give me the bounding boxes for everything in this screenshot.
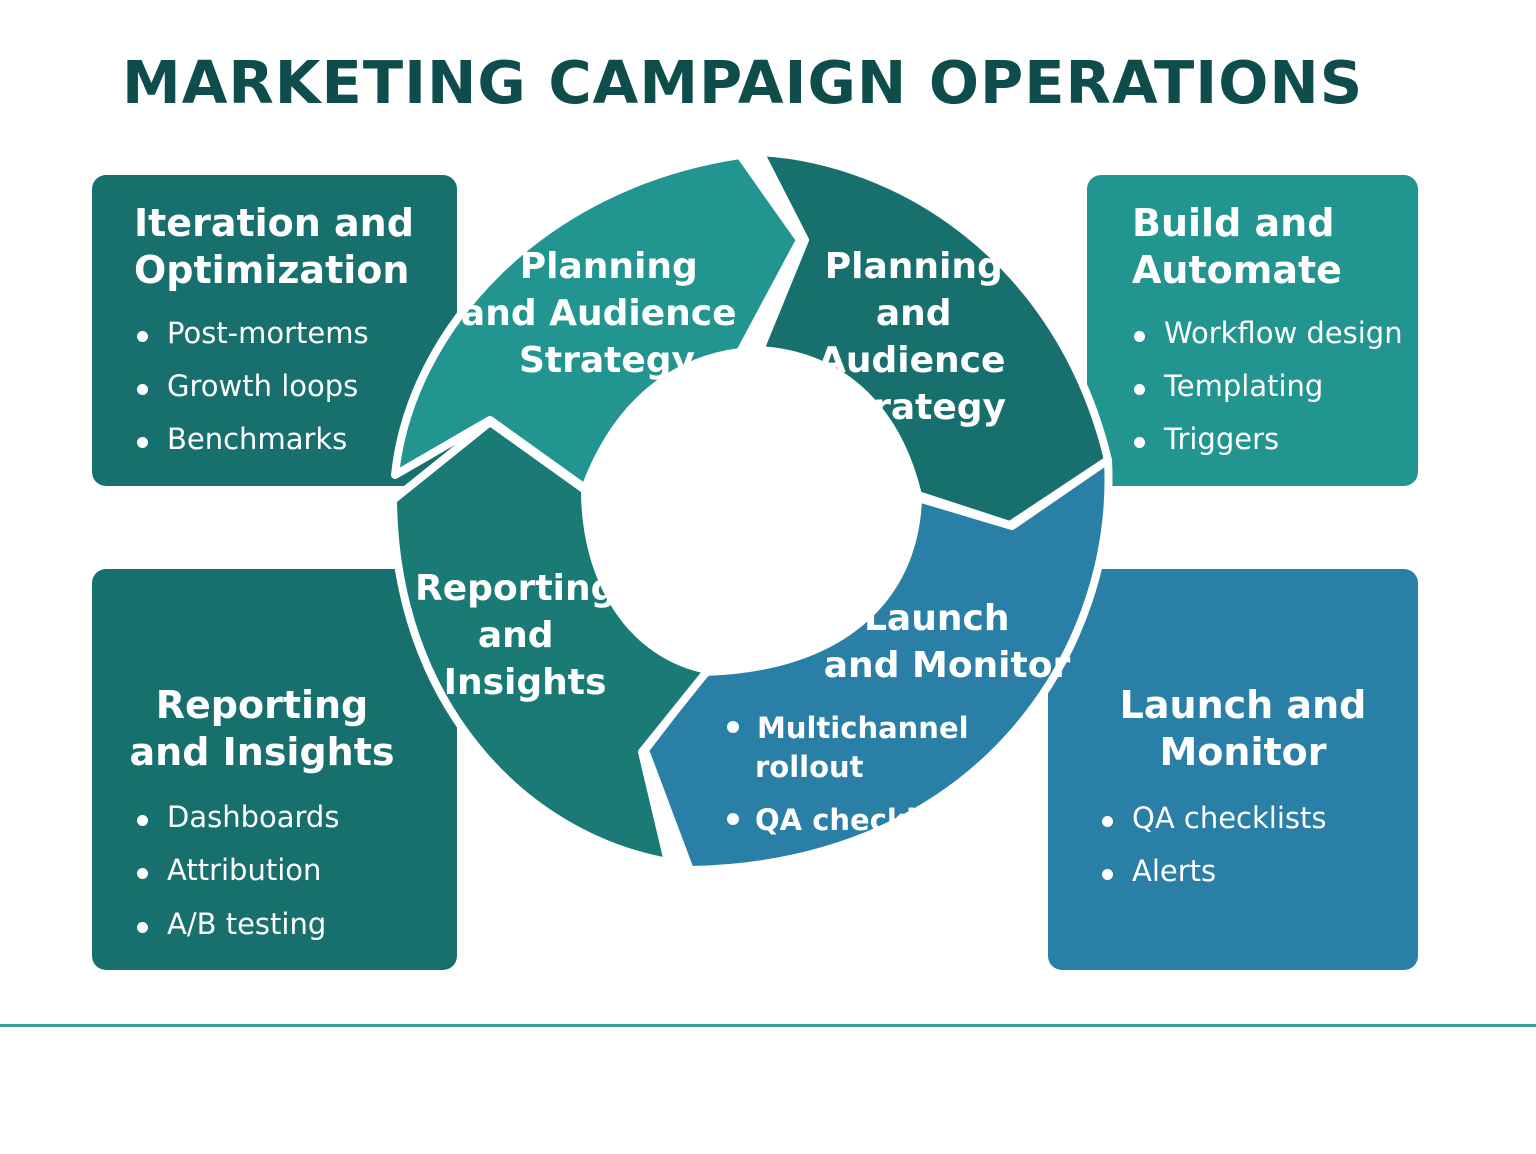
segment-label-line: Planning [825,246,1003,287]
segment-label-line: Audience [818,340,1005,381]
card-build-automate: Build and Automate Workflow design Templ… [1087,175,1418,486]
bullet-dot [727,813,739,825]
card-title-line: Build and [1132,201,1335,245]
list-item: A/B testing [136,907,327,941]
segment-label-line: and Audience [461,293,737,334]
card-title-line: Launch and [1119,683,1367,727]
segment-label-line: Planning [520,246,698,287]
list-item: QA checkiists [755,803,974,837]
segment-label-line: and [876,293,952,334]
card-title: Iteration and Optimization [134,200,414,294]
list-item: Templating [1133,369,1324,403]
card-iteration-optimization: Iteration and Optimization Post-mortems … [92,175,457,486]
list-item: Post-mortems [137,316,369,350]
segment-label: Reporting and Insights [415,568,629,703]
card-title-line: Iteration and [134,201,414,245]
card-title: Launch and Monitor [1048,682,1438,776]
segment-label: Planning and Audience Strategy [461,246,749,381]
segment-label: Launch and Monitor [824,598,1071,686]
card-title-line: Automate [1132,248,1342,292]
segment-label-line: Strategy [519,340,695,381]
card-title-line: Monitor [1159,730,1327,774]
list-item: Multichannel [757,711,969,745]
segment-label-line: and Monitor [824,645,1071,686]
bullet-dot [727,721,739,733]
list-item: Triggers [1133,422,1280,456]
list-item: Growth loops [136,369,359,403]
segment-label-line: Insights [444,662,607,703]
list-item: rollout [755,750,864,784]
list-item: Dashboards [136,800,340,834]
segment-label-line: Launch [864,598,1009,639]
bullet-dot [727,866,739,878]
page-title: MARKETING CAMPAIGN OPERATIONS [122,48,1364,117]
segment-label-line: Reporting [415,568,616,609]
list-item: Alerts [1101,854,1217,888]
list-item: Alerts [757,856,854,890]
list-item: Attribution [136,853,322,887]
card-title: Build and Automate [1132,200,1342,294]
segment-planning-left [391,151,804,492]
list-item: Workflow design [1134,316,1403,350]
list-item: QA checklists [1102,801,1327,835]
card-launch-monitor: Launch and Monitor QA checklists Alerts [1048,569,1418,970]
card-title: Reporting and Insights [92,682,432,776]
card-reporting-insights: Reporting and Insights Dashboards Attrib… [92,569,457,970]
divider-line [0,1024,1536,1027]
card-title-line: Optimization [134,248,410,292]
card-title-line: Reporting [155,683,369,727]
segment-label: Planning and Audience Strategy [818,246,1018,428]
segment-label-line: and [478,615,554,656]
card-title-line: and Insights [129,730,395,774]
segment-label-line: Strategy [830,387,1006,428]
segment-reporting [389,418,712,866]
list-item: Benchmarks [136,422,348,456]
segment-planning-right [756,148,1112,529]
